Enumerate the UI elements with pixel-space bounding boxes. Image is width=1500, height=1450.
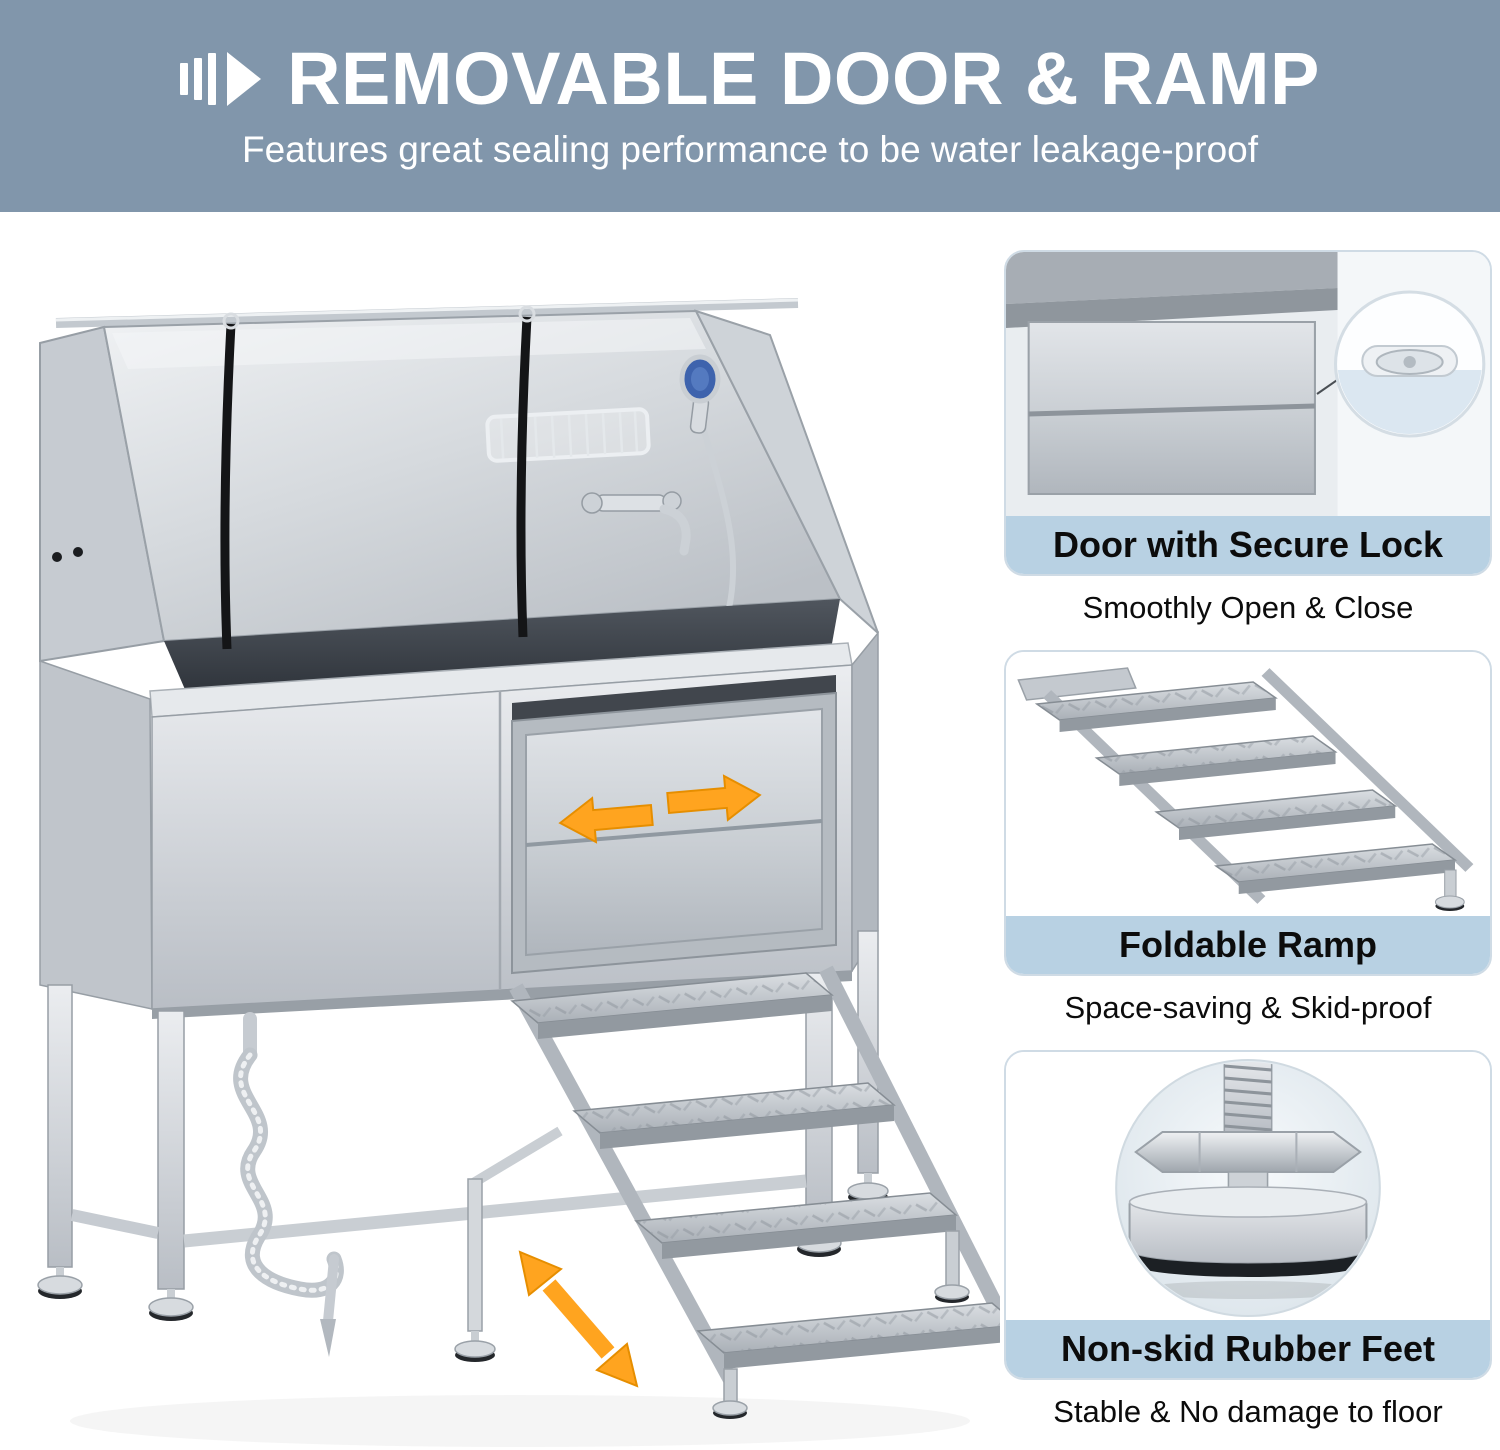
drain-hose	[233, 1012, 344, 1357]
feature-card-feet: Non-skid Rubber Feet	[1004, 1050, 1492, 1380]
height-adjust-arrow-icon	[518, 1250, 639, 1388]
storage-rack	[485, 407, 651, 463]
page-subtitle: Features great sealing performance to be…	[241, 128, 1259, 170]
tub-upper-splash-panels	[39, 309, 879, 663]
sliding-door	[511, 675, 837, 975]
overhead-rail	[55, 298, 799, 328]
leveling-foot	[1115, 1059, 1381, 1317]
ramp-photo	[1006, 652, 1490, 916]
feature-card-ramp: Foldable Ramp	[1004, 650, 1492, 976]
faucet	[581, 491, 691, 556]
product-photo	[0, 228, 1000, 1450]
feature-subtitle: Stable & No damage to floor	[1053, 1394, 1443, 1429]
stairs	[509, 965, 1000, 1419]
page-title: REMOVABLE DOOR & RAMP	[287, 36, 1320, 120]
feature-title: Door with Secure Lock	[1006, 516, 1490, 574]
feature-column: Door with Secure Lock Smoothly Open & Cl…	[1004, 250, 1492, 1450]
door-lock-photo	[1006, 252, 1490, 516]
door-slide-arrows-icon	[558, 774, 762, 844]
grooming-straps	[220, 305, 536, 650]
feature-title: Foldable Ramp	[1006, 916, 1490, 974]
title-marker-icon	[180, 51, 262, 106]
feature-title: Non-skid Rubber Feet	[1006, 1320, 1490, 1378]
rubber-feet-photo	[1006, 1052, 1490, 1320]
header-banner: REMOVABLE DOOR & RAMP Features great sea…	[0, 0, 1500, 212]
feature-card-door-lock: Door with Secure Lock	[1004, 250, 1492, 576]
title-row: REMOVABLE DOOR & RAMP	[180, 36, 1320, 120]
lock-magnifier	[1316, 290, 1486, 438]
feature-subtitle: Smoothly Open & Close	[1082, 590, 1414, 625]
foldable-ramp	[1017, 667, 1474, 911]
feature-subtitle: Space-saving & Skid-proof	[1064, 990, 1432, 1025]
